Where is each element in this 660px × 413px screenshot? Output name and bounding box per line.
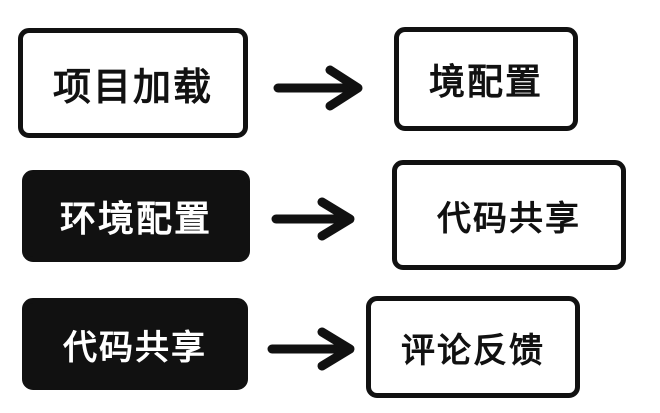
node-row2-target-label: 代码共享 [437,198,581,239]
node-row1-target-label: 境配置 [428,62,543,103]
node-row3-target: 评论反馈 [366,296,580,398]
node-row3-target-label: 评论反馈 [401,330,545,371]
node-row3-source: 代码共享 [22,298,248,390]
node-row1-source-label: 项目加载 [52,64,213,109]
node-row1-target: 境配置 [394,27,578,131]
node-row1-source: 项目加载 [18,28,248,138]
node-row2-source-label: 环境配置 [59,199,212,240]
node-row2-target: 代码共享 [392,160,626,270]
arrow-right-icon [267,327,355,371]
arrow-right-icon [273,65,363,111]
node-row3-source-label: 代码共享 [63,327,207,368]
node-row2-source: 环境配置 [22,170,250,262]
arrow-right-icon [271,197,355,241]
